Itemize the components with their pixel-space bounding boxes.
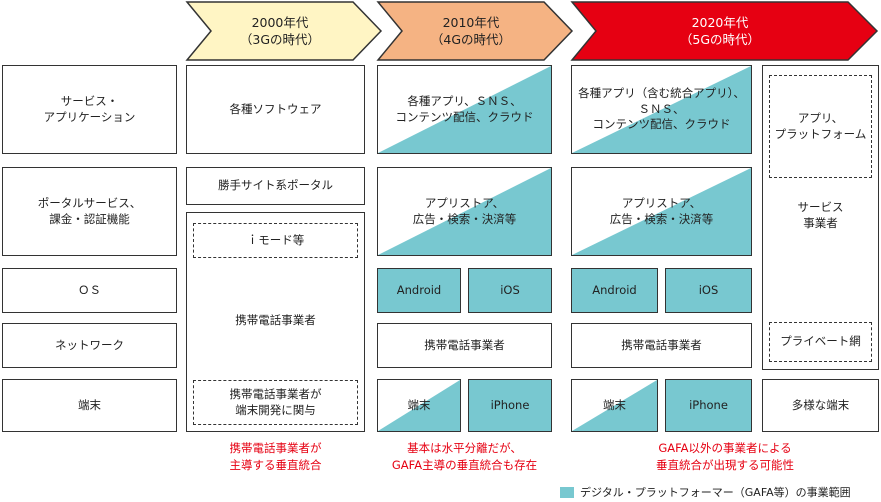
col2020-android: Android <box>571 268 658 313</box>
col2010-device-label: 端末 <box>407 397 431 412</box>
caption-2020: GAFA以外の事業者による 垂直統合が出現する可能性 <box>656 441 794 472</box>
col2020b-private-net: プライベート網 <box>769 322 872 362</box>
col2020b-app-platform-label: アプリ、 プラットフォーム <box>774 110 867 141</box>
era-2010-title: 2010年代 （4Gの時代） <box>430 14 512 48</box>
caption-2000: 携帯電話事業者が 主導する垂直統合 <box>229 441 322 472</box>
col2000-carrier-label: 携帯電話事業者 <box>235 312 316 327</box>
col2020b-diverse-devices: 多様な端末 <box>762 379 879 432</box>
era-2000-title: 2000年代 （3Gの時代） <box>239 14 321 48</box>
layer-service-app-label: サービス・ アプリケーション <box>43 93 136 124</box>
col2000-imode: ｉモード等 <box>193 223 358 258</box>
era-2010-arrow <box>376 1 574 61</box>
col2010-android-label: Android <box>396 282 442 297</box>
col2020-device: 端末 <box>571 379 658 432</box>
col2020-apps-label: 各種アプリ（含む統合アプリ）、 ＳＮＳ、 コンテンツ配信、クラウド <box>578 86 745 132</box>
col2010-ios: iOS <box>468 268 552 313</box>
era-2020-title: 2020年代 （5Gの時代） <box>679 14 761 48</box>
legend: デジタル・プラットフォーマー（GAFA等）の事業範囲 <box>560 484 851 500</box>
col2010-apps-label: 各種アプリ、ＳＮＳ、 コンテンツ配信、クラウド <box>395 93 534 124</box>
col2000-software-label: 各種ソフトウェア <box>229 101 322 116</box>
col2010-store-gafa-area <box>378 168 551 255</box>
col2020-store: アプリストア、 広告・検索・決済等 <box>571 167 752 256</box>
layer-service-app: サービス・ アプリケーション <box>2 65 177 154</box>
col2020-ios: iOS <box>665 268 752 313</box>
col2020b-diverse-devices-label: 多様な端末 <box>791 397 850 412</box>
col2010-apps-gafa-area <box>378 66 551 153</box>
col2010-device: 端末 <box>377 379 461 432</box>
col2020-store-label: アプリストア、 広告・検索・決済等 <box>609 195 714 226</box>
layer-os-label: ＯＳ <box>78 282 101 297</box>
layer-device-label: 端末 <box>78 397 101 412</box>
layer-portal: ポータルサービス、 課金・認証機能 <box>2 167 177 256</box>
col2000-portal-label: 勝手サイト系ポータル <box>218 178 333 193</box>
layer-portal-label: ポータルサービス、 課金・認証機能 <box>37 195 142 226</box>
col2010-ios-label: iOS <box>500 282 520 297</box>
col2020-store-gafa-area <box>572 168 751 255</box>
col2010-device-gafa-area <box>378 380 460 431</box>
col2010-carrier-label: 携帯電話事業者 <box>424 337 505 352</box>
col2020-ios-label: iOS <box>698 282 719 297</box>
col2020-carrier: 携帯電話事業者 <box>571 323 752 368</box>
era-2000-arrow <box>185 1 383 61</box>
col2010-store: アプリストア、 広告・検索・決済等 <box>377 167 552 256</box>
era-2020-arrow <box>570 1 879 61</box>
col2010-iphone: iPhone <box>468 379 552 432</box>
col2010-store-label: アプリストア、 広告・検索・決済等 <box>412 195 517 226</box>
col2020-iphone: iPhone <box>665 379 752 432</box>
col2000-device-dev-label: 携帯電話事業者が 端末開発に関与 <box>229 386 322 417</box>
legend-label: デジタル・プラットフォーマー（GAFA等）の事業範囲 <box>580 486 851 499</box>
col2020-device-label: 端末 <box>603 397 626 412</box>
col2020b-app-platform: アプリ、 プラットフォーム <box>769 75 872 178</box>
col2020-iphone-label: iPhone <box>689 397 728 412</box>
col2000-software: 各種ソフトウェア <box>186 65 365 154</box>
col2020b-service-provider-label: サービス 事業者 <box>797 199 844 230</box>
layer-network: ネットワーク <box>2 323 177 368</box>
col2000-device-dev: 携帯電話事業者が 端末開発に関与 <box>193 380 358 425</box>
col2020-apps: 各種アプリ（含む統合アプリ）、 ＳＮＳ、 コンテンツ配信、クラウド <box>571 65 752 154</box>
col2010-iphone-label: iPhone <box>490 397 530 412</box>
col2020-android-label: Android <box>592 282 637 297</box>
layer-network-label: ネットワーク <box>55 337 124 352</box>
col2000-portal: 勝手サイト系ポータル <box>186 167 365 205</box>
col2010-carrier: 携帯電話事業者 <box>377 323 552 368</box>
col2020b-private-net-label: プライベート網 <box>780 334 861 349</box>
col2020-apps-gafa-area <box>572 66 751 153</box>
layer-os: ＯＳ <box>2 268 177 313</box>
col2020-device-gafa-area <box>572 380 657 431</box>
col2010-apps: 各種アプリ、ＳＮＳ、 コンテンツ配信、クラウド <box>377 65 552 154</box>
col2020-carrier-label: 携帯電話事業者 <box>621 337 702 352</box>
col2000-imode-label: ｉモード等 <box>246 232 305 247</box>
col2010-android: Android <box>377 268 461 313</box>
layer-device: 端末 <box>2 379 177 432</box>
caption-2010: 基本は水平分離だが、 GAFA主導の垂直統合も存在 <box>391 441 538 472</box>
legend-swatch <box>560 486 574 498</box>
